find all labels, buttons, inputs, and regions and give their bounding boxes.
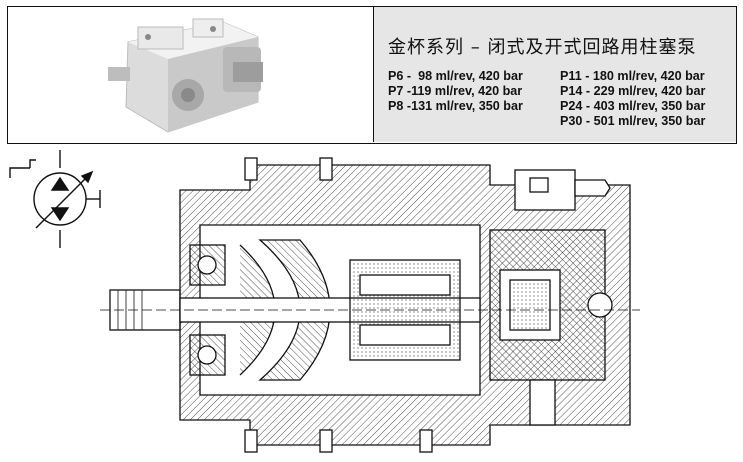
spec-line: P11 - 180 ml/rev, 420 bar: [560, 69, 705, 83]
pump-photo-icon: [108, 18, 263, 133]
spec-line: P24 - 403 ml/rev, 350 bar: [560, 99, 706, 113]
spec-panel: 金杯系列 – 闭式及开式回路用柱塞泵 P6 - 98 ml/rev, 420 b…: [373, 7, 736, 142]
spec-line: P8 -131 ml/rev, 350 bar: [388, 99, 523, 113]
pump-section-drawing: [100, 157, 640, 453]
spec-line: P30 - 501 ml/rev, 350 bar: [560, 114, 706, 128]
page-title: 金杯系列 – 闭式及开式回路用柱塞泵: [388, 37, 697, 58]
spec-line: P14 - 229 ml/rev, 420 bar: [560, 84, 706, 98]
variable-pump-symbol-icon: [9, 150, 101, 248]
header-box: 金杯系列 – 闭式及开式回路用柱塞泵 P6 - 98 ml/rev, 420 b…: [7, 6, 737, 144]
spec-line: P7 -119 ml/rev, 420 bar: [388, 84, 523, 98]
technical-diagram: [0, 150, 743, 458]
photo-panel: [8, 7, 372, 142]
spec-line: P6 - 98 ml/rev, 420 bar: [388, 69, 523, 83]
